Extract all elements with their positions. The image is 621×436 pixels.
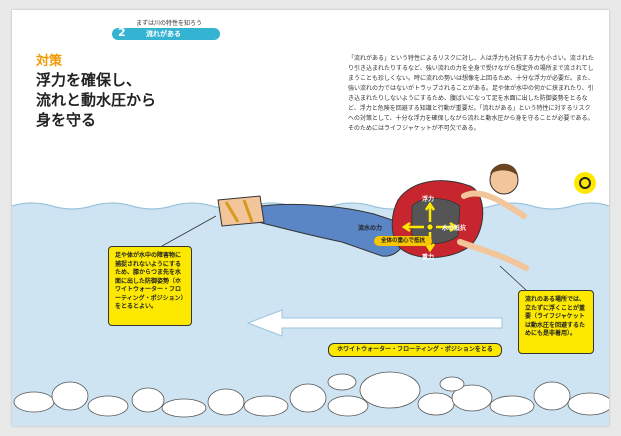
force-label-gravity: 重力	[422, 254, 435, 261]
caption-pill: ホワイトウォーター・フローティング・ポジションをとる	[328, 343, 502, 357]
section-kicker: まずは川の特性を知ろう	[136, 20, 203, 27]
section-number: 2	[118, 26, 126, 39]
target-ring	[579, 177, 591, 189]
target-icon	[574, 172, 596, 194]
heading: 対策 浮力を確保し、 流れと動水圧から 身を守る	[36, 54, 156, 130]
callout-right-pointer	[499, 265, 527, 291]
callout-left-pointer	[161, 215, 217, 247]
callout-left: 足や体が水中の障害物に捕捉されないようにするため、膝からつま先を水面に出した防御…	[108, 246, 192, 326]
person-feet	[217, 195, 265, 227]
body-paragraph: 「流れがある」という特性によるリスクに対し、人は浮力も対抗する力も小さい。流され…	[348, 55, 594, 132]
person-arm-upper	[461, 190, 527, 219]
force-arrow-up	[424, 201, 436, 222]
heading-line-2: 流れと動水圧から	[36, 91, 157, 109]
force-label-center: 全体の重心で抵抗	[374, 236, 432, 246]
page: まずは川の特性を知ろう 2 流れがある 対策 浮力を確保し、 流れと動水圧から …	[12, 10, 609, 426]
force-arrow-right	[436, 221, 459, 233]
heading-line-1: 浮力を確保し、	[36, 71, 142, 89]
person-figure	[217, 163, 529, 271]
force-arrow-left	[401, 221, 424, 233]
heading-line-3: 身を守る	[36, 111, 97, 129]
heading-label: 対策	[36, 54, 63, 69]
force-label-buoyancy: 浮力	[422, 196, 435, 203]
force-label-resistance: 水の抵抗	[442, 225, 467, 232]
center-of-gravity-dot	[426, 223, 434, 231]
flow-arrow	[246, 309, 503, 337]
riverbed-stones	[13, 371, 609, 418]
section-pill: 2 流れがある	[112, 26, 220, 40]
force-label-flow: 流水の力	[358, 225, 383, 232]
callout-right: 流れのある場所では、立たずに浮くことが重要（ライフジャケットは動水圧を回避するた…	[518, 290, 594, 354]
section-title: 流れがある	[146, 30, 181, 38]
sandal-straps	[224, 199, 254, 223]
person-arm-lower	[457, 239, 529, 271]
person-hair	[490, 163, 518, 176]
